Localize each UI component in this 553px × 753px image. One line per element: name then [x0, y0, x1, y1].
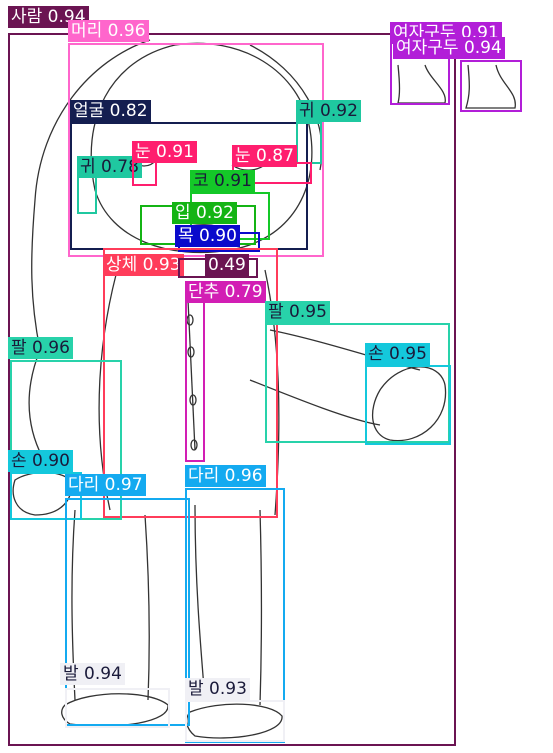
sketch-leg-left-inner — [144, 514, 150, 701]
detection-label-20: 다리 0.96 — [185, 465, 266, 487]
detection-box-1 — [68, 43, 324, 257]
detection-box-14 — [185, 292, 205, 462]
detection-box-3 — [460, 60, 522, 112]
detection-box-5 — [296, 122, 322, 164]
detection-label-3: 여자구두 0.94 — [393, 37, 505, 59]
detection-box-22 — [185, 700, 285, 742]
detection-label-6: 귀 0.78 — [77, 156, 142, 178]
detection-label-5: 귀 0.92 — [296, 100, 361, 122]
detection-label-8: 눈 0.87 — [232, 145, 297, 167]
sketch-foot-left — [61, 693, 169, 727]
sketch-button-3 — [189, 394, 197, 406]
detection-box-20 — [185, 488, 285, 743]
detection-label-21: 발 0.94 — [60, 663, 125, 685]
detection-label-19: 다리 0.97 — [65, 474, 146, 496]
detection-label-1: 머리 0.96 — [68, 20, 149, 42]
sketch-button-4 — [190, 439, 198, 451]
detection-label-22: 발 0.93 — [185, 678, 250, 700]
detection-box-12 — [103, 248, 278, 518]
detection-box-19 — [65, 498, 190, 726]
detection-label-11: 목 0.90 — [175, 225, 240, 247]
detection-label-14: 단추 0.79 — [185, 281, 266, 303]
detection-label-7: 눈 0.91 — [132, 141, 197, 163]
detection-label-18: 손 0.90 — [8, 450, 73, 472]
detection-label-10: 입 0.92 — [172, 202, 237, 224]
sketch-button-1 — [186, 314, 194, 326]
sketch-button-2 — [187, 346, 195, 358]
detection-label-9: 코 0.91 — [190, 170, 255, 192]
sketch-shoe-2 — [465, 64, 516, 109]
sketch-leg-right-outer — [259, 509, 263, 706]
detection-label-16: 팔 0.96 — [8, 337, 73, 359]
detection-box-0 — [8, 33, 456, 746]
detection-label-15: 팔 0.95 — [265, 301, 330, 323]
detection-box-18 — [10, 472, 82, 520]
detection-label-4: 얼굴 0.82 — [70, 100, 151, 122]
detection-label-13: 0.49 — [205, 254, 249, 276]
sketch-hair — [31, 39, 151, 351]
detection-label-12: 상체 0.93 — [103, 254, 184, 276]
sketch-foot-right — [186, 703, 283, 739]
detection-label-17: 손 0.95 — [365, 343, 430, 365]
detection-box-21 — [65, 688, 170, 728]
sketch-hand-right — [371, 366, 447, 442]
detection-box-17 — [365, 365, 451, 445]
